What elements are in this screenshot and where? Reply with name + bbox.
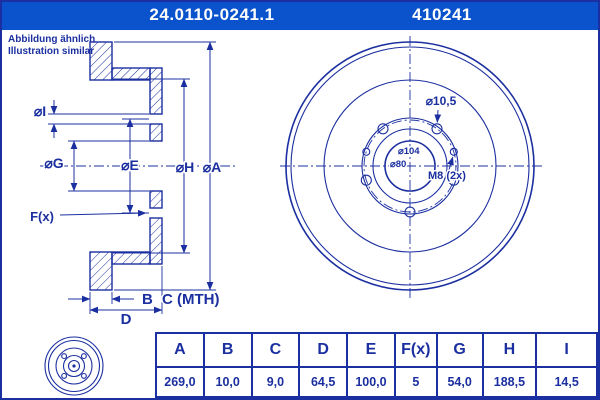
- table-value-b: 10,0: [202, 366, 253, 398]
- table-value-h: 188,5: [481, 366, 538, 398]
- label-bolt-hole-dia: ⌀10,5: [426, 94, 457, 108]
- part-number: 24.0110-0241.1: [149, 5, 275, 24]
- table-value-c: 9,0: [250, 366, 301, 398]
- note-line-en: Illustration similar: [8, 46, 95, 57]
- table-value-fx: 5: [393, 366, 438, 398]
- table-header-row: A B C D E F(x) G H I: [155, 332, 598, 368]
- reference-number: 410241: [412, 5, 472, 24]
- front-view-leaders: [434, 109, 454, 174]
- section-view: ⌀I ⌀G ⌀E ⌀H ⌀A F(x) B C (MTH) D: [29, 41, 238, 330]
- label-d: D: [121, 311, 132, 328]
- label-c-mth: C (MTH): [162, 291, 219, 308]
- bolt-holes: [360, 123, 460, 218]
- front-view: ⌀10,5 ⌀104 ⌀80 M8 (2x): [280, 36, 542, 298]
- note-line-de: Abbildung ähnlich: [8, 34, 96, 45]
- illustration-note: Abbildung ähnlich Illustration similar: [8, 34, 95, 58]
- label-dia-i: ⌀I: [34, 103, 46, 119]
- table-value-i: 14,5: [535, 366, 598, 398]
- section-dimension-lines: [50, 41, 214, 314]
- label-f: F(x): [30, 209, 54, 224]
- table-value-a: 269,0: [155, 366, 205, 398]
- label-dia-a: ⌀A: [203, 159, 222, 175]
- table-header-b: B: [202, 332, 253, 368]
- thread-holes: [362, 147, 458, 156]
- table-header-c: C: [250, 332, 301, 368]
- section-extension-lines: [48, 41, 216, 314]
- table-value-d: 64,5: [298, 366, 349, 398]
- table-header-d: D: [298, 332, 349, 368]
- table-value-row: 269,0 10,0 9,0 64,5 100,0 5 54,0 188,5 1…: [155, 366, 598, 398]
- table-header-h: H: [481, 332, 538, 368]
- label-dia-g: ⌀G: [44, 155, 63, 171]
- table-header-e: E: [346, 332, 396, 368]
- table-value-g: 54,0: [435, 366, 484, 398]
- label-dia-h: ⌀H: [176, 159, 195, 175]
- section-solid-material: [89, 41, 163, 291]
- front-view-circles: [285, 41, 535, 291]
- label-thread: M8 (2x): [428, 170, 466, 182]
- table-header-i: I: [535, 332, 598, 368]
- table-header-a: A: [155, 332, 205, 368]
- table-header-g: G: [435, 332, 484, 368]
- title-bar: 24.0110-0241.1 410241: [2, 2, 598, 30]
- label-pilot-dia: ⌀80: [390, 159, 406, 170]
- dimensions-table: A B C D E F(x) G H I 269,0 10,0 9,0 64,5…: [155, 332, 598, 398]
- label-hub-dia: ⌀104: [398, 146, 420, 157]
- label-b: B: [142, 291, 153, 308]
- table-header-fx: F(x): [393, 332, 438, 368]
- mini-disc-icon: [44, 336, 104, 396]
- label-dia-e: ⌀E: [121, 157, 139, 173]
- table-value-e: 100,0: [346, 366, 396, 398]
